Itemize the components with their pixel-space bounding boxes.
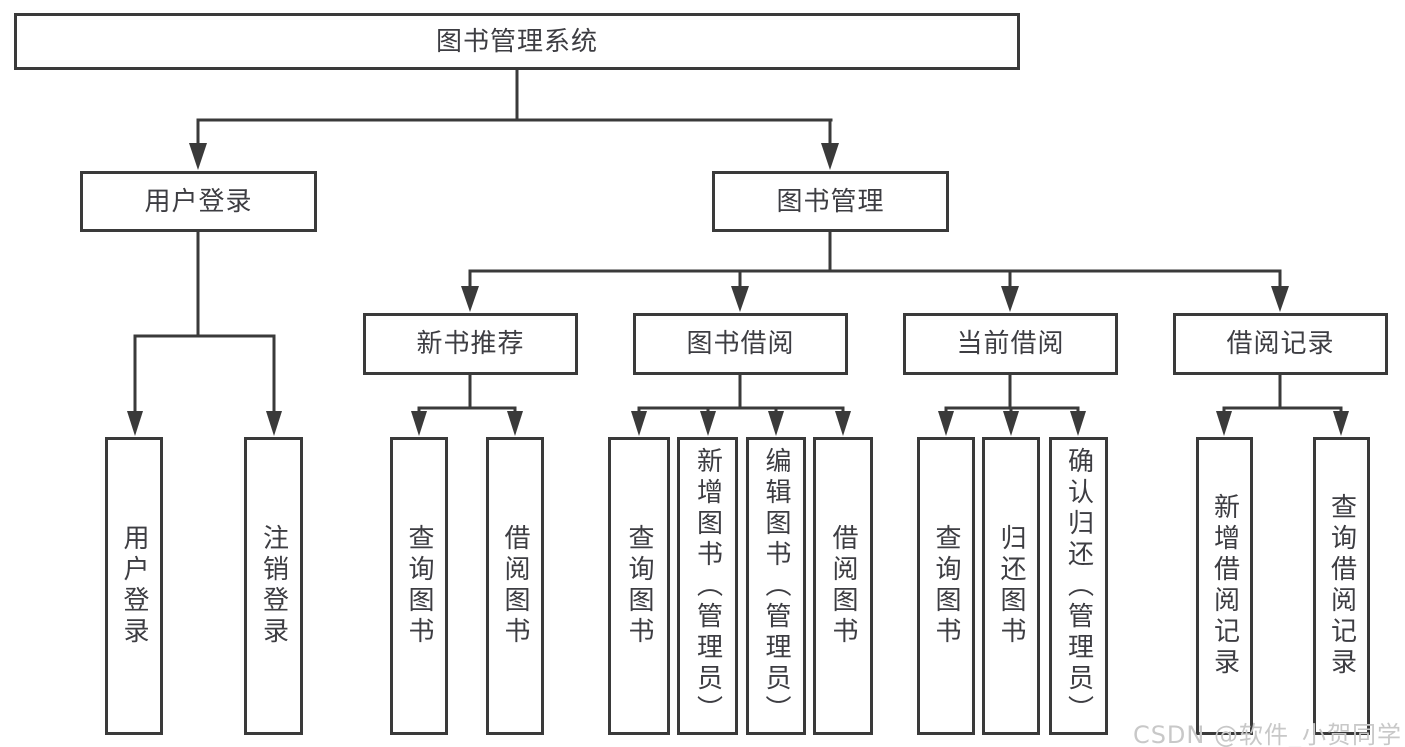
- arrowhead-icon: [700, 411, 716, 436]
- node-user-login-leaf: 用户登录: [105, 437, 163, 735]
- node-user-login-label: 用户登录: [144, 186, 253, 217]
- arrowhead-icon: [411, 411, 427, 436]
- arrowhead-icon: [189, 143, 207, 170]
- arrowhead-icon: [835, 411, 851, 436]
- node-add-borrow-record: 新增借阅记录: [1196, 437, 1253, 735]
- node-query-books-2: 查询图书: [608, 437, 670, 735]
- node-user-login-leaf-label: 用户登录: [119, 524, 149, 648]
- node-edit-books-admin: 编辑图书（管理员）: [746, 437, 806, 735]
- node-root: 图书管理系统: [14, 13, 1020, 70]
- arrowhead-icon: [507, 411, 523, 436]
- node-query-books-1-label: 查询图书: [404, 524, 434, 648]
- node-borrowing-records: 借阅记录: [1173, 313, 1388, 375]
- arrowhead-icon: [266, 411, 282, 436]
- node-book-borrowing-label: 图书借阅: [686, 329, 795, 359]
- node-borrow-books-2-label: 借阅图书: [828, 524, 858, 648]
- node-current-borrowing: 当前借阅: [903, 313, 1118, 375]
- arrowhead-icon: [768, 411, 784, 436]
- node-logout-leaf: 注销登录: [244, 437, 303, 735]
- node-query-books-3-label: 查询图书: [931, 524, 961, 648]
- node-borrow-books-1: 借阅图书: [486, 437, 544, 735]
- node-confirm-return-admin: 确认归还（管理员）: [1049, 437, 1108, 735]
- node-add-books-admin-label: 新增图书（管理员）: [692, 446, 723, 726]
- arrowhead-icon: [821, 143, 839, 170]
- node-root-label: 图书管理系统: [435, 26, 598, 57]
- node-borrow-books-2: 借阅图书: [813, 437, 873, 735]
- connector-path: [133, 69, 1343, 413]
- arrowhead-icon: [631, 411, 647, 436]
- node-new-book-recommend: 新书推荐: [363, 313, 578, 375]
- arrowhead-icon: [1333, 411, 1349, 436]
- node-book-management: 图书管理: [712, 171, 949, 232]
- node-return-books-label: 归还图书: [996, 524, 1026, 648]
- node-return-books: 归还图书: [982, 437, 1040, 735]
- node-new-book-recommend-label: 新书推荐: [416, 329, 525, 359]
- node-borrow-books-1-label: 借阅图书: [500, 524, 530, 648]
- arrowhead-icon: [1271, 286, 1289, 312]
- node-query-borrow-record-label: 查询借阅记录: [1326, 493, 1357, 679]
- node-query-books-3: 查询图书: [917, 437, 975, 735]
- node-user-login: 用户登录: [80, 171, 317, 232]
- node-logout-leaf-label: 注销登录: [258, 524, 289, 648]
- node-book-management-label: 图书管理: [776, 186, 885, 217]
- arrowhead-icon: [1001, 286, 1019, 312]
- node-query-books-2-label: 查询图书: [624, 524, 654, 648]
- arrowhead-icon: [731, 286, 749, 312]
- node-book-borrowing: 图书借阅: [633, 313, 848, 375]
- arrowhead-icon: [1070, 411, 1086, 436]
- node-query-books-1: 查询图书: [390, 437, 448, 735]
- csdn-watermark: CSDN @软件_小贺同学: [1132, 721, 1402, 747]
- node-borrowing-records-label: 借阅记录: [1226, 329, 1335, 359]
- node-add-borrow-record-label: 新增借阅记录: [1209, 493, 1240, 679]
- node-confirm-return-admin-label: 确认归还（管理员）: [1063, 446, 1094, 726]
- arrowhead-icon: [127, 411, 143, 436]
- arrowhead-icon: [461, 286, 479, 312]
- arrowhead-icon: [1003, 411, 1019, 436]
- arrowhead-icon: [938, 411, 954, 436]
- node-current-borrowing-label: 当前借阅: [956, 329, 1065, 359]
- arrowhead-icon: [1216, 411, 1232, 436]
- node-add-books-admin: 新增图书（管理员）: [677, 437, 738, 735]
- node-edit-books-admin-label: 编辑图书（管理员）: [761, 446, 791, 726]
- node-query-borrow-record: 查询借阅记录: [1313, 437, 1370, 735]
